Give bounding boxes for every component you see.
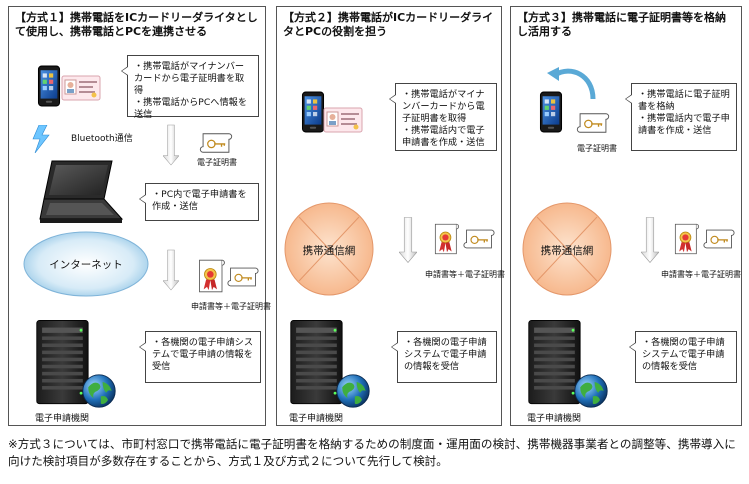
phone-icon xyxy=(539,91,563,133)
server-label: 電子申請機関 xyxy=(527,414,582,424)
globe-icon xyxy=(573,373,609,409)
key-icon xyxy=(575,111,611,135)
curved-arrow-icon xyxy=(547,67,596,100)
panel-1-title: 【方式１】携帯電話をICカードリーダライタとして使用し、携帯電話とPCを連携させ… xyxy=(15,11,258,38)
bluetooth-label: Bluetooth通信 xyxy=(71,134,133,144)
panel-3-title: 【方式３】携帯電話に電子証明書等を格納し活用する xyxy=(517,11,726,38)
footnote: ※方式３については、市町村窓口で携帯電話に電子証明書を格納するための制度面・運用… xyxy=(8,437,736,468)
application-icon xyxy=(433,221,461,257)
panel-method-1: 【方式１】携帯電話をICカードリーダライタとして使用し、携帯電話とPCを連携させ… xyxy=(8,6,271,426)
laptop-icon xyxy=(33,157,125,227)
certificate-icon xyxy=(227,265,259,289)
phone-icon xyxy=(37,65,61,107)
application-icon xyxy=(197,257,227,295)
globe-icon xyxy=(81,373,117,409)
id-card-icon xyxy=(61,75,101,101)
globe-icon xyxy=(335,373,371,409)
mobile-network-ellipse xyxy=(284,202,374,296)
down-arrow-icon xyxy=(163,123,179,167)
id-card-icon xyxy=(323,107,363,133)
panel-method-2: 【方式２】携帯電話がICカードリーダライタとPCの役割を担う ・携帯電話がマイナ… xyxy=(276,6,505,426)
mobile-network-label: 携帯通信網 xyxy=(302,245,356,257)
application-certificate-label: 申請書等＋電子証明書 xyxy=(425,270,505,279)
internet-ellipse xyxy=(23,231,149,297)
mobile-network-label: 携帯通信網 xyxy=(540,245,594,257)
panel-1-callout-2: ・PC内で電子申請書を作成・送信 xyxy=(139,183,259,221)
server-label: 電子申請機関 xyxy=(289,414,344,424)
panel-3-callout-2: ・各機関の電子申請システムで電子申請の情報を受信 xyxy=(629,331,737,383)
certificate-label: 電子証明書 xyxy=(197,158,237,167)
panel-3-callout-1: ・携帯電話に電子証明書を格納 ・携帯電話内で電子申請書を作成・送信 xyxy=(625,83,737,151)
down-arrow-icon xyxy=(399,175,417,305)
phone-icon xyxy=(301,91,325,133)
panel-2-callout-2: ・各機関の電子申請システムで電子申請の情報を受信 xyxy=(391,331,497,383)
certificate-icon xyxy=(463,227,495,251)
down-arrow-icon xyxy=(163,239,179,301)
application-icon xyxy=(673,221,701,257)
panel-2-callout-1: ・携帯電話がマイナンバーカードから電子証明書を取得 ・携帯電話内で電子申請書を作… xyxy=(389,83,497,151)
down-arrow-icon xyxy=(641,175,659,305)
panel-1-callout-1: ・携帯電話がマイナンバーカードから電子証明書を取得 ・携帯電話からPCへ情報を送… xyxy=(121,55,259,120)
lightning-icon xyxy=(29,125,53,153)
application-certificate-label: 申請書等＋電子証明書 xyxy=(661,270,741,279)
application-certificate-label: 申請書等＋電子証明書 xyxy=(191,302,271,311)
mobile-network-ellipse xyxy=(522,202,612,296)
server-label: 電子申請機関 xyxy=(35,414,90,424)
panel-2-title: 【方式２】携帯電話がICカードリーダライタとPCの役割を担う xyxy=(283,11,494,38)
certificate-icon xyxy=(703,227,735,251)
panel-1-callout-3: ・各機関の電子申請システムで電子申請の情報を受信 xyxy=(139,331,261,383)
panel-method-3: 【方式３】携帯電話に電子証明書等を格納し活用する 電子証明書 ・携帯電話に電子証… xyxy=(510,6,742,426)
certificate-icon xyxy=(199,131,233,155)
internet-label: インターネット xyxy=(49,259,123,271)
certificate-label: 電子証明書 xyxy=(577,144,617,153)
